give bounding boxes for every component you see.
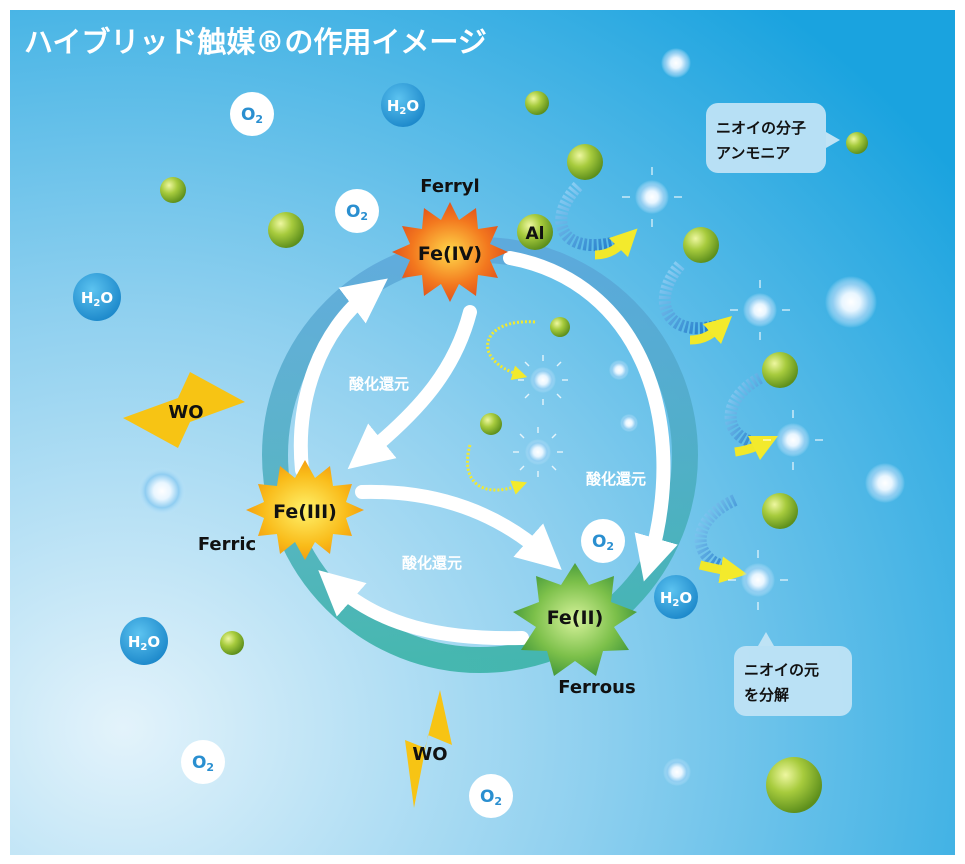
svg-text:O2: O2	[592, 532, 614, 553]
callout-odor-line2: アンモニア	[716, 144, 790, 162]
green-ball	[766, 757, 822, 813]
callout-odor-line1: ニオイの分子	[716, 119, 806, 137]
svg-text:H2O: H2O	[128, 633, 160, 653]
callout-decompose-line2: を分解	[744, 686, 789, 704]
svg-text:O2: O2	[346, 202, 368, 223]
page-title: ハイブリッド触媒®の作用イメージ	[24, 25, 487, 59]
bubble	[865, 463, 905, 503]
svg-text:O2: O2	[480, 787, 502, 808]
ferryl-star	[392, 202, 508, 302]
small-bubble	[620, 414, 638, 432]
green-ball	[525, 91, 549, 115]
decomp-arc-4	[694, 493, 798, 597]
wo-bolt-bottom: WO	[405, 690, 452, 808]
bolt-shape	[405, 690, 452, 808]
redox-label-bottom: 酸化還元	[402, 554, 462, 572]
arrow-ferric-to-ferryl	[293, 278, 388, 477]
odor-decomposition-arcs	[555, 144, 810, 597]
redox-label-right: 酸化還元	[586, 470, 646, 488]
green-ball	[268, 212, 304, 248]
o2-molecule: O2	[335, 189, 379, 233]
al-label: Al	[526, 224, 545, 244]
svg-text:H2O: H2O	[660, 589, 692, 609]
wo-label: WO	[168, 402, 203, 423]
green-ball	[846, 132, 868, 154]
arrow-ferryl-to-ferric	[347, 305, 477, 470]
o2-molecule: O2	[230, 92, 274, 136]
al-molecule: Al	[517, 214, 553, 250]
callout-decompose: ニオイの元 を分解	[734, 632, 852, 716]
h2o-molecule: H2O	[654, 575, 698, 619]
bubbles	[138, 48, 905, 786]
h2o-molecule: H2O	[73, 273, 121, 321]
arrow-ferrous-to-ferric	[318, 570, 529, 646]
green-ball	[220, 631, 244, 655]
ferric-formula: Fe(III)	[273, 501, 337, 523]
decomp-arc-3	[724, 352, 810, 461]
ferric-star	[246, 460, 364, 560]
bubble	[661, 48, 691, 78]
bubble-rays	[622, 167, 823, 610]
redox-label-left: 酸化還元	[349, 375, 409, 393]
ferric-name: Ferric	[198, 534, 256, 555]
svg-text:O2: O2	[192, 753, 214, 774]
bubble	[138, 467, 186, 515]
o2-molecule: O2	[469, 774, 513, 818]
small-bubble	[609, 360, 629, 380]
ferrous-star	[513, 563, 637, 676]
wo-bolt-left: WO	[123, 372, 245, 448]
decomp-arc-1	[555, 144, 669, 260]
o2-molecule: O2	[181, 740, 225, 784]
ferryl-node: Fe(IV) Ferryl	[392, 176, 508, 302]
bubble	[663, 758, 691, 786]
green-ball	[160, 177, 186, 203]
inner-reaction-2	[465, 413, 563, 495]
h2o-molecule: H2O	[120, 617, 168, 665]
callout-decompose-line1: ニオイの元	[744, 661, 819, 679]
bolt-shape	[123, 372, 245, 448]
cycle-arrows	[293, 251, 678, 646]
inner-reaction-1	[486, 317, 570, 405]
ferrous-node: Fe(II) Ferrous	[513, 563, 637, 698]
arrow-ferryl-to-ferrous	[503, 251, 678, 582]
catalyst-diagram: ハイブリッド触媒®の作用イメージ 酸化還元 酸化還元 酸化還元	[10, 10, 955, 855]
svg-text:H2O: H2O	[387, 97, 419, 117]
bubble	[825, 276, 877, 328]
svg-text:O2: O2	[241, 105, 263, 126]
ferrous-name: Ferrous	[558, 677, 635, 698]
o2-molecule: O2	[581, 519, 625, 563]
ferric-node: Fe(III) Ferric	[198, 460, 364, 560]
arrow-ferric-to-ferrous	[355, 484, 562, 570]
decomp-arc-2	[658, 227, 777, 345]
ferryl-name: Ferryl	[420, 176, 479, 197]
ferryl-formula: Fe(IV)	[418, 243, 482, 265]
callout-odor-molecule: ニオイの分子 アンモニア	[706, 103, 840, 173]
h2o-molecule: H2O	[381, 83, 425, 127]
wo-label: WO	[412, 744, 447, 765]
svg-text:H2O: H2O	[81, 289, 113, 309]
green-particles	[160, 91, 868, 813]
ferrous-formula: Fe(II)	[547, 607, 604, 629]
